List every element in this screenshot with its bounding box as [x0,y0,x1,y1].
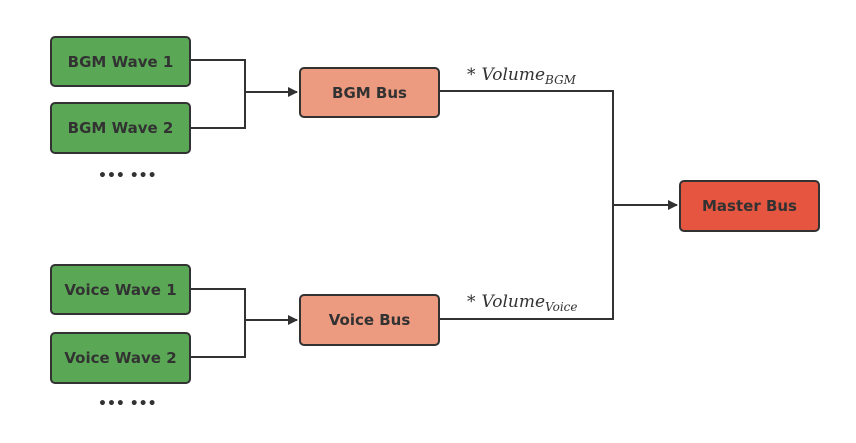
bgm-bus-label: BGM Bus [332,83,407,102]
voice-wave-2-label: Voice Wave 2 [64,349,177,367]
volume-symbol: Volume [481,292,546,312]
voice-wave-1-node[interactable]: Voice Wave 1 [50,264,191,315]
voice-bus-node[interactable]: Voice Bus [299,294,440,346]
connector-bgm-wave-1 [190,59,246,129]
voice-wave-1-label: Voice Wave 1 [64,280,177,299]
bgm-more-ellipsis: ••• ••• [98,168,157,184]
bgm-wave-2-label: BGM Wave 2 [67,119,174,137]
bgm-wave-1-label: BGM Wave 1 [67,52,174,71]
voice-volume-label: *VolumeVoice [467,292,577,314]
bgm-wave-1-node[interactable]: BGM Wave 1 [50,36,191,87]
volume-symbol: Volume [481,65,546,85]
multiply-symbol: * [467,65,476,85]
bgm-volume-label: *VolumeBGM [467,65,576,87]
voice-bus-label: Voice Bus [328,311,411,329]
bgm-wave-2-node[interactable]: BGM Wave 2 [50,102,191,154]
voice-wave-2-node[interactable]: Voice Wave 2 [50,332,191,384]
volume-subscript: BGM [545,73,576,87]
volume-subscript: Voice [545,300,578,314]
multiply-symbol: * [467,292,476,312]
master-bus-label: Master Bus [702,197,797,215]
master-bus-node[interactable]: Master Bus [679,180,820,232]
bgm-bus-node[interactable]: BGM Bus [299,67,440,118]
connector-voice-waves [190,288,246,358]
connector-buses [439,90,614,320]
voice-more-ellipsis: ••• ••• [98,396,157,412]
